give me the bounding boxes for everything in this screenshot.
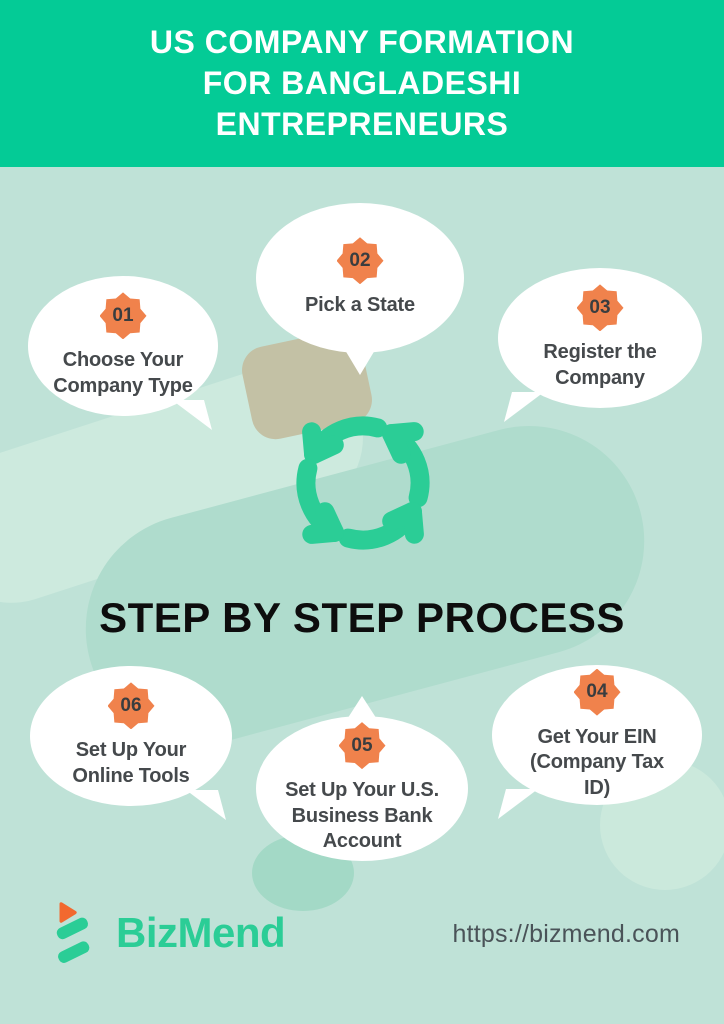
step-number-badge: 06 <box>107 682 155 730</box>
poster-title-line-3: ENTREPRENEURS <box>215 105 509 142</box>
step-number: 02 <box>349 249 371 271</box>
step-number-badge: 02 <box>336 237 384 285</box>
step-label: Set Up Your Online Tools <box>72 739 190 787</box>
poster-title-line-1: US COMPANY FORMATION <box>149 24 575 61</box>
step-bubble-02: 02 Pick a State <box>256 203 464 375</box>
poster-title: US COMPANY FORMATION FOR BANGLADESHI ENT… <box>150 22 574 145</box>
step-bubble-01: 01 Choose Your Company Type <box>28 276 218 430</box>
step-label: Pick a State <box>305 294 415 317</box>
step-bubble-03: 03 Register the Company <box>498 268 702 422</box>
step-number-badge: 01 <box>99 292 147 340</box>
step-label: Register the Company <box>543 341 657 389</box>
website-url: https://bizmend.com <box>452 920 680 948</box>
step-number: 03 <box>589 296 611 318</box>
step-label: Choose Your Company Type <box>53 349 193 397</box>
bubble-tail <box>504 392 544 422</box>
step-number-badge: 03 <box>576 284 624 332</box>
step-bubble-05: 05 Set Up Your U.S. Business Bank Accoun… <box>256 696 468 861</box>
step-number: 06 <box>120 694 142 716</box>
bubble-tail <box>186 790 226 820</box>
step-number-badge: 05 <box>338 722 386 770</box>
brand-logo: BizMend <box>50 900 286 966</box>
bizmend-mark-icon <box>56 902 90 963</box>
header-banner: US COMPANY FORMATION FOR BANGLADESHI ENT… <box>0 0 724 167</box>
step-bubble-06: 06 Set Up Your Online Tools <box>30 666 232 820</box>
step-bubble-04: 04 Get Your EIN (Company Tax ID) <box>492 665 702 819</box>
bubble-tail <box>498 789 538 819</box>
brand-name: BizMend <box>116 909 286 956</box>
step-label: Set Up Your U.S. Business Bank Account <box>285 779 439 853</box>
section-title: STEP BY STEP PROCESS <box>99 594 625 641</box>
cycle-arrows-icon <box>268 416 458 578</box>
step-number: 04 <box>586 681 608 703</box>
step-number: 01 <box>112 304 134 326</box>
step-number: 05 <box>351 734 373 756</box>
step-number-badge: 04 <box>573 668 621 716</box>
poster-title-line-2: FOR BANGLADESHI <box>202 65 522 102</box>
step-label: Get Your EIN (Company Tax ID) <box>530 725 664 799</box>
